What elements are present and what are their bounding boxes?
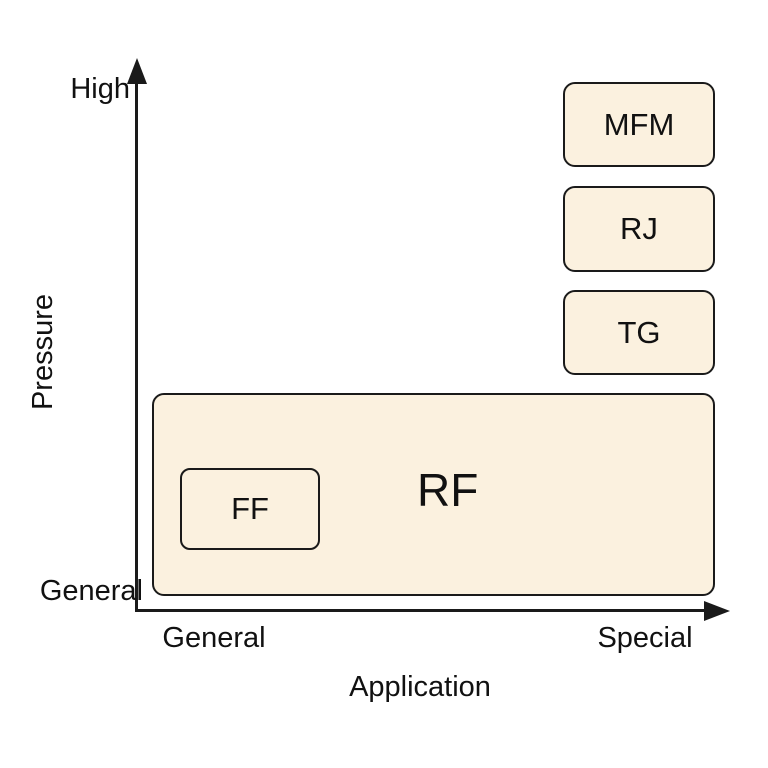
y-axis-arrow-icon [127, 58, 147, 84]
y-axis-title: Pressure [27, 293, 59, 411]
y-axis-max-label: High [70, 73, 130, 105]
x-axis-arrow-icon [704, 601, 730, 621]
node-rf: RF FF [152, 393, 715, 596]
y-axis-line [135, 66, 138, 612]
x-axis-min-label: General [162, 622, 266, 654]
x-axis-title: Application [349, 671, 491, 703]
x-axis-line [136, 609, 712, 612]
node-mfm: MFM [563, 82, 715, 167]
x-axis-max-label: Special [597, 622, 693, 654]
node-ff: FF [180, 468, 320, 550]
node-rj: RJ [563, 186, 715, 272]
node-mfm-label: MFM [603, 106, 675, 142]
node-ff-label: FF [231, 491, 269, 526]
y-axis-min-label: General [39, 575, 143, 607]
node-rf-label: RF [417, 464, 479, 516]
node-tg: TG [563, 290, 715, 375]
node-rj-label: RJ [620, 211, 658, 246]
node-tg-label: TG [617, 314, 661, 350]
